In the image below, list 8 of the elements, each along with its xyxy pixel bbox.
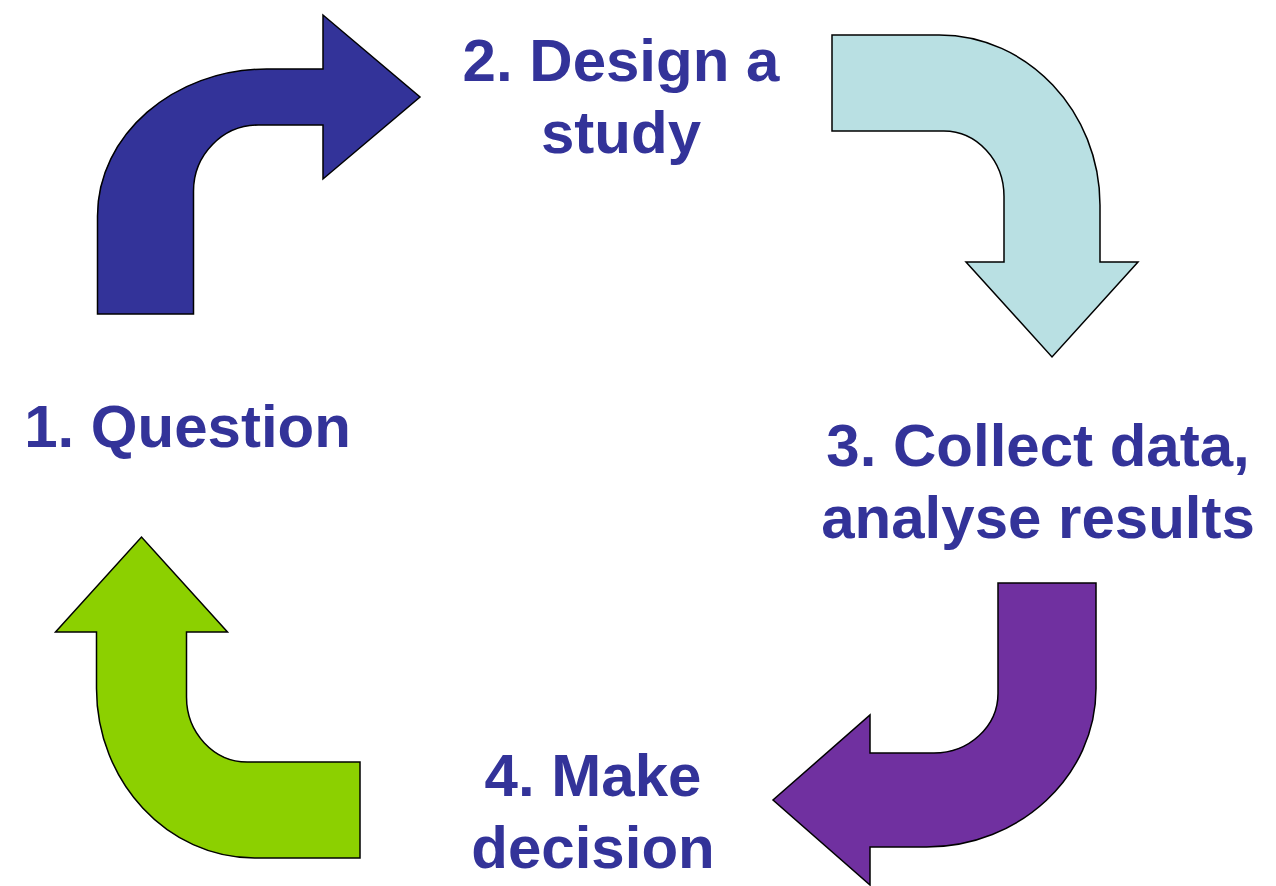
- step-label: 2. Design a study: [461, 26, 781, 168]
- step-label: 4. Make decision: [470, 741, 716, 883]
- step-label: 3. Collect data, analyse results: [820, 411, 1256, 553]
- step-label: 1. Question: [23, 392, 352, 462]
- curved-block-arrow: [54, 536, 361, 859]
- curved-block-arrow: [831, 34, 1139, 358]
- curved-block-arrow: [96, 14, 421, 315]
- curved-block-arrow: [772, 582, 1097, 886]
